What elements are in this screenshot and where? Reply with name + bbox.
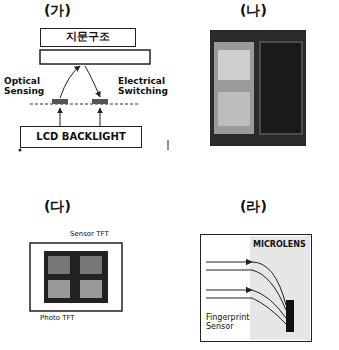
dot xyxy=(19,149,22,152)
lens-label: MICROLENS xyxy=(253,240,306,249)
panel-label: (다) xyxy=(44,198,71,214)
tft-block xyxy=(48,280,70,298)
panel-region xyxy=(214,42,254,134)
node-label: 지문구조 xyxy=(66,31,110,44)
light-arrow xyxy=(206,261,252,262)
light-ray xyxy=(252,290,286,318)
lens-region xyxy=(250,236,310,340)
tft-block xyxy=(80,256,102,274)
backlight-arrow xyxy=(60,108,61,126)
panel-cell xyxy=(218,92,250,126)
light-arrow xyxy=(60,66,80,98)
tft-label: Sensor TFT xyxy=(70,230,109,238)
sensor-plane xyxy=(30,104,140,105)
backlight-box: LCD BACKLIGHT xyxy=(20,126,142,148)
panel-region xyxy=(260,42,302,134)
switching-label: Electrical Switching xyxy=(118,76,178,97)
backlight-arrow xyxy=(100,108,101,126)
light-ray xyxy=(206,269,252,270)
structure-box: 지문구조 xyxy=(40,28,136,47)
sensor-cell xyxy=(52,99,68,104)
panel-label: (나) xyxy=(240,2,267,18)
glass-layer xyxy=(40,50,150,64)
sensor-panel xyxy=(210,30,306,146)
tft-block xyxy=(80,280,102,298)
light-ray xyxy=(252,270,286,310)
panel-cell xyxy=(218,50,250,80)
microlens-bar xyxy=(286,300,294,332)
pixel-area xyxy=(44,251,108,303)
pixel-outline xyxy=(30,243,122,311)
panel-label: (가) xyxy=(44,2,71,18)
tft-cell xyxy=(92,99,108,104)
panel-label: (라) xyxy=(240,198,267,214)
node-label: Fingerprint Sensor xyxy=(206,313,254,339)
light-arrow xyxy=(85,66,100,97)
tick xyxy=(168,140,169,150)
tft-label: Photo TFT xyxy=(40,314,75,322)
light-ray xyxy=(252,298,286,324)
light-arrow xyxy=(206,289,252,290)
tft-block xyxy=(48,256,70,274)
sensor-box: Fingerprint Sensor xyxy=(200,234,312,342)
sensing-label: Optical Sensing xyxy=(4,76,54,97)
light-ray xyxy=(206,297,252,298)
node-label: LCD BACKLIGHT xyxy=(36,131,125,143)
